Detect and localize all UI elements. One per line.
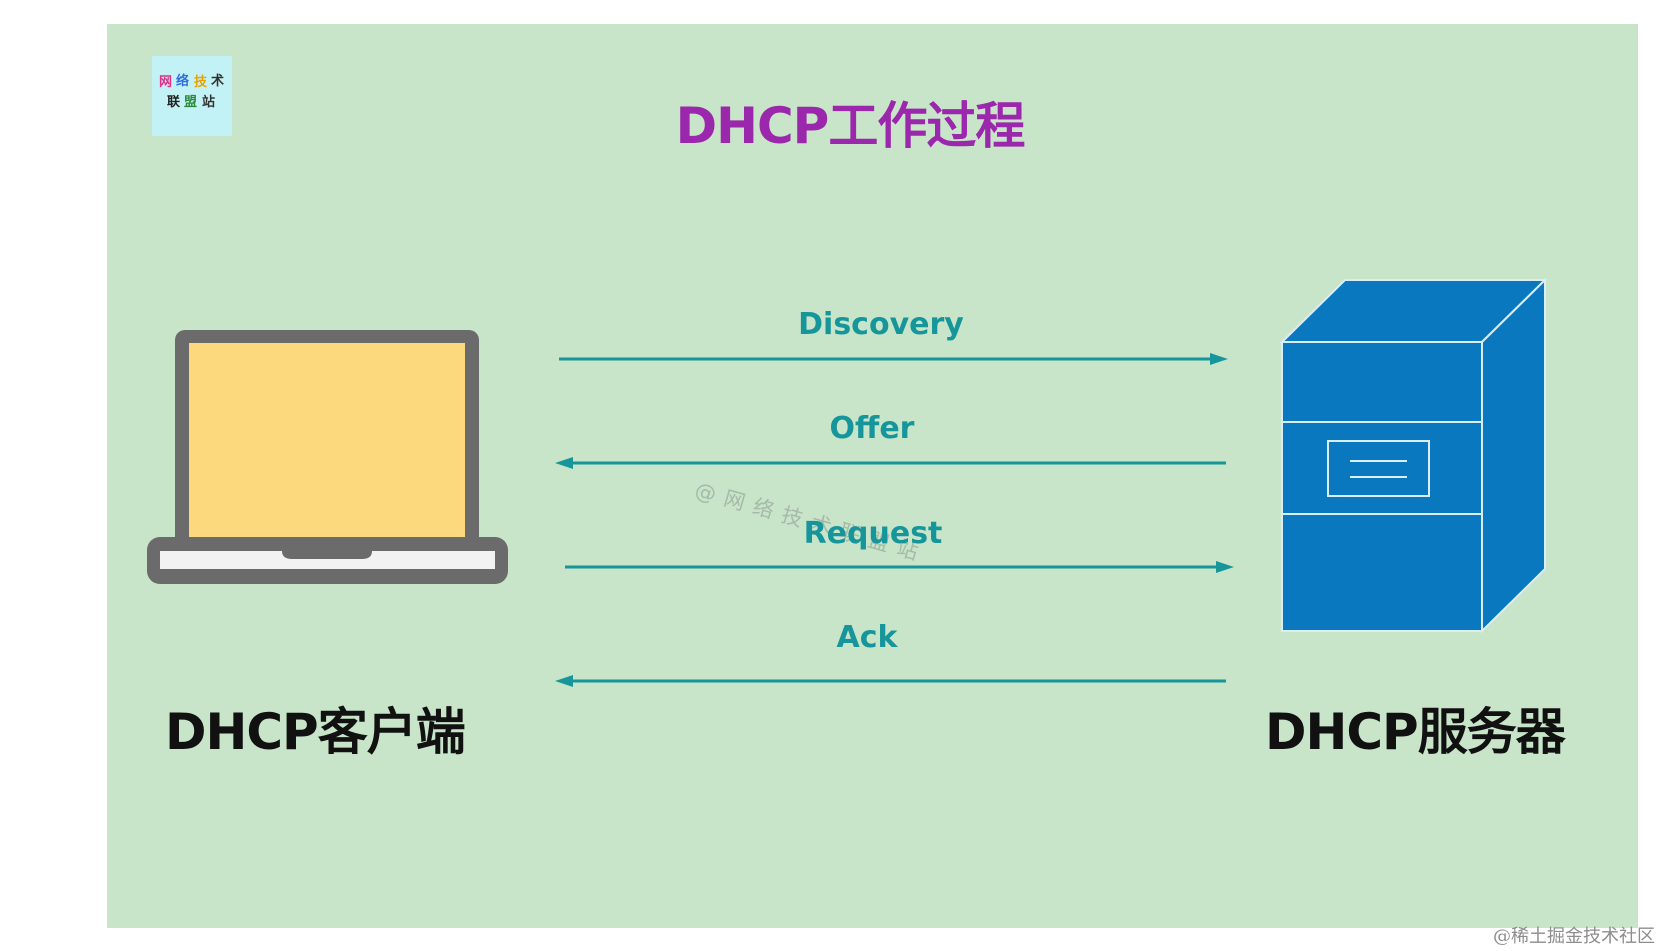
message-label-request: Request	[803, 516, 943, 551]
arrow-discovery	[559, 353, 1228, 365]
logo-char: 网	[159, 75, 173, 90]
logo-char: 站	[202, 95, 216, 110]
logo-char: 技	[194, 75, 208, 90]
message-label-offer: Offer	[829, 411, 915, 446]
laptop-icon	[147, 330, 508, 584]
server-tower-icon	[1279, 277, 1548, 634]
arrow-ack	[555, 675, 1226, 687]
server-label: DHCP服务器	[1265, 703, 1566, 761]
logo-char: 络	[176, 74, 190, 89]
message-label-discovery: Discovery	[798, 307, 964, 342]
arrow-request	[565, 561, 1234, 573]
diagram-title: DHCP工作过程	[675, 97, 1026, 155]
arrow-offer	[555, 457, 1226, 469]
message-label-ack: Ack	[836, 620, 898, 655]
client-label: DHCP客户端	[165, 703, 466, 761]
logo-char: 术	[211, 74, 225, 89]
credit-watermark: @稀土掘金技术社区	[1493, 926, 1655, 947]
logo-char: 联	[167, 95, 181, 110]
brand-logo: 网 络 技 术 联 盟 站	[152, 56, 232, 136]
logo-char: 盟	[184, 95, 198, 110]
